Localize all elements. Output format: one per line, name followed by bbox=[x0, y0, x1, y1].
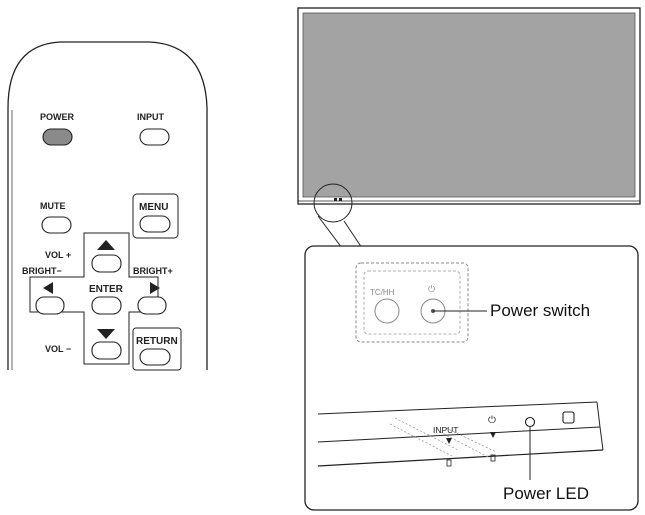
monitor-button-mark bbox=[334, 198, 337, 201]
down-button[interactable] bbox=[91, 341, 122, 360]
return-button-label: RETURN bbox=[136, 336, 178, 347]
mute-button[interactable] bbox=[41, 216, 72, 234]
power-arrow-icon bbox=[490, 432, 496, 438]
remote-control: POWER INPUT MUTE MENU VOL + BRIGHT− BRIG… bbox=[7, 41, 208, 371]
return-button-frame bbox=[132, 327, 182, 371]
enter-button[interactable] bbox=[91, 296, 122, 315]
left-arrow-icon bbox=[43, 282, 53, 294]
monitor bbox=[297, 7, 641, 223]
power-switch-symbol-icon: ⏻ bbox=[428, 284, 435, 294]
return-button[interactable] bbox=[139, 348, 171, 366]
menu-button[interactable] bbox=[139, 215, 171, 233]
mute-button-label: MUTE bbox=[40, 201, 66, 211]
dpad-frame bbox=[29, 232, 159, 365]
up-arrow-icon bbox=[97, 240, 115, 250]
zoom-circle bbox=[313, 183, 353, 223]
monitor-screen bbox=[302, 12, 636, 198]
vol-minus-label: VOL − bbox=[45, 344, 71, 354]
power-button[interactable] bbox=[42, 128, 73, 146]
enter-button-label: ENTER bbox=[89, 284, 124, 295]
control-panel-outline bbox=[355, 262, 469, 343]
power-led-indicator bbox=[524, 416, 536, 428]
input-edge-key bbox=[446, 459, 452, 467]
bright-plus-label: BRIGHT+ bbox=[133, 266, 173, 276]
tc-button[interactable] bbox=[374, 298, 400, 324]
input-arrow-icon bbox=[446, 438, 452, 444]
power-switch-label: Power switch bbox=[490, 301, 590, 320]
power-button-label: POWER bbox=[40, 112, 75, 122]
remote-body-outline bbox=[7, 41, 208, 370]
bright-minus-label: BRIGHT− bbox=[22, 266, 62, 276]
detail-box: TC/HH ⏻ Power switch INPUT ⏻ Power LED bbox=[304, 245, 639, 511]
control-panel-inner-outline bbox=[363, 270, 461, 335]
menu-button-label: MENU bbox=[139, 202, 168, 213]
input-button-edge-label: INPUT bbox=[433, 425, 459, 435]
down-arrow-icon bbox=[97, 329, 115, 339]
left-button[interactable] bbox=[35, 296, 65, 315]
power-led-label: Power LED bbox=[503, 484, 589, 503]
menu-button-frame bbox=[132, 193, 179, 239]
right-arrow-icon bbox=[150, 282, 160, 294]
input-button-label: INPUT bbox=[137, 112, 165, 122]
zoom-callout-pointer bbox=[343, 220, 363, 249]
remote-sensor-icon bbox=[562, 411, 575, 424]
monitor-edge-view bbox=[317, 401, 604, 467]
up-button[interactable] bbox=[91, 254, 122, 273]
tc-button-label: TC/HH bbox=[370, 288, 395, 297]
power-symbol-icon: ⏻ bbox=[488, 415, 496, 426]
input-button[interactable] bbox=[139, 128, 170, 146]
monitor-button-mark bbox=[339, 198, 342, 201]
detail-box-frame bbox=[304, 245, 639, 511]
vol-plus-label: VOL + bbox=[45, 250, 71, 260]
power-edge-key bbox=[490, 454, 496, 462]
right-button[interactable] bbox=[137, 296, 167, 315]
